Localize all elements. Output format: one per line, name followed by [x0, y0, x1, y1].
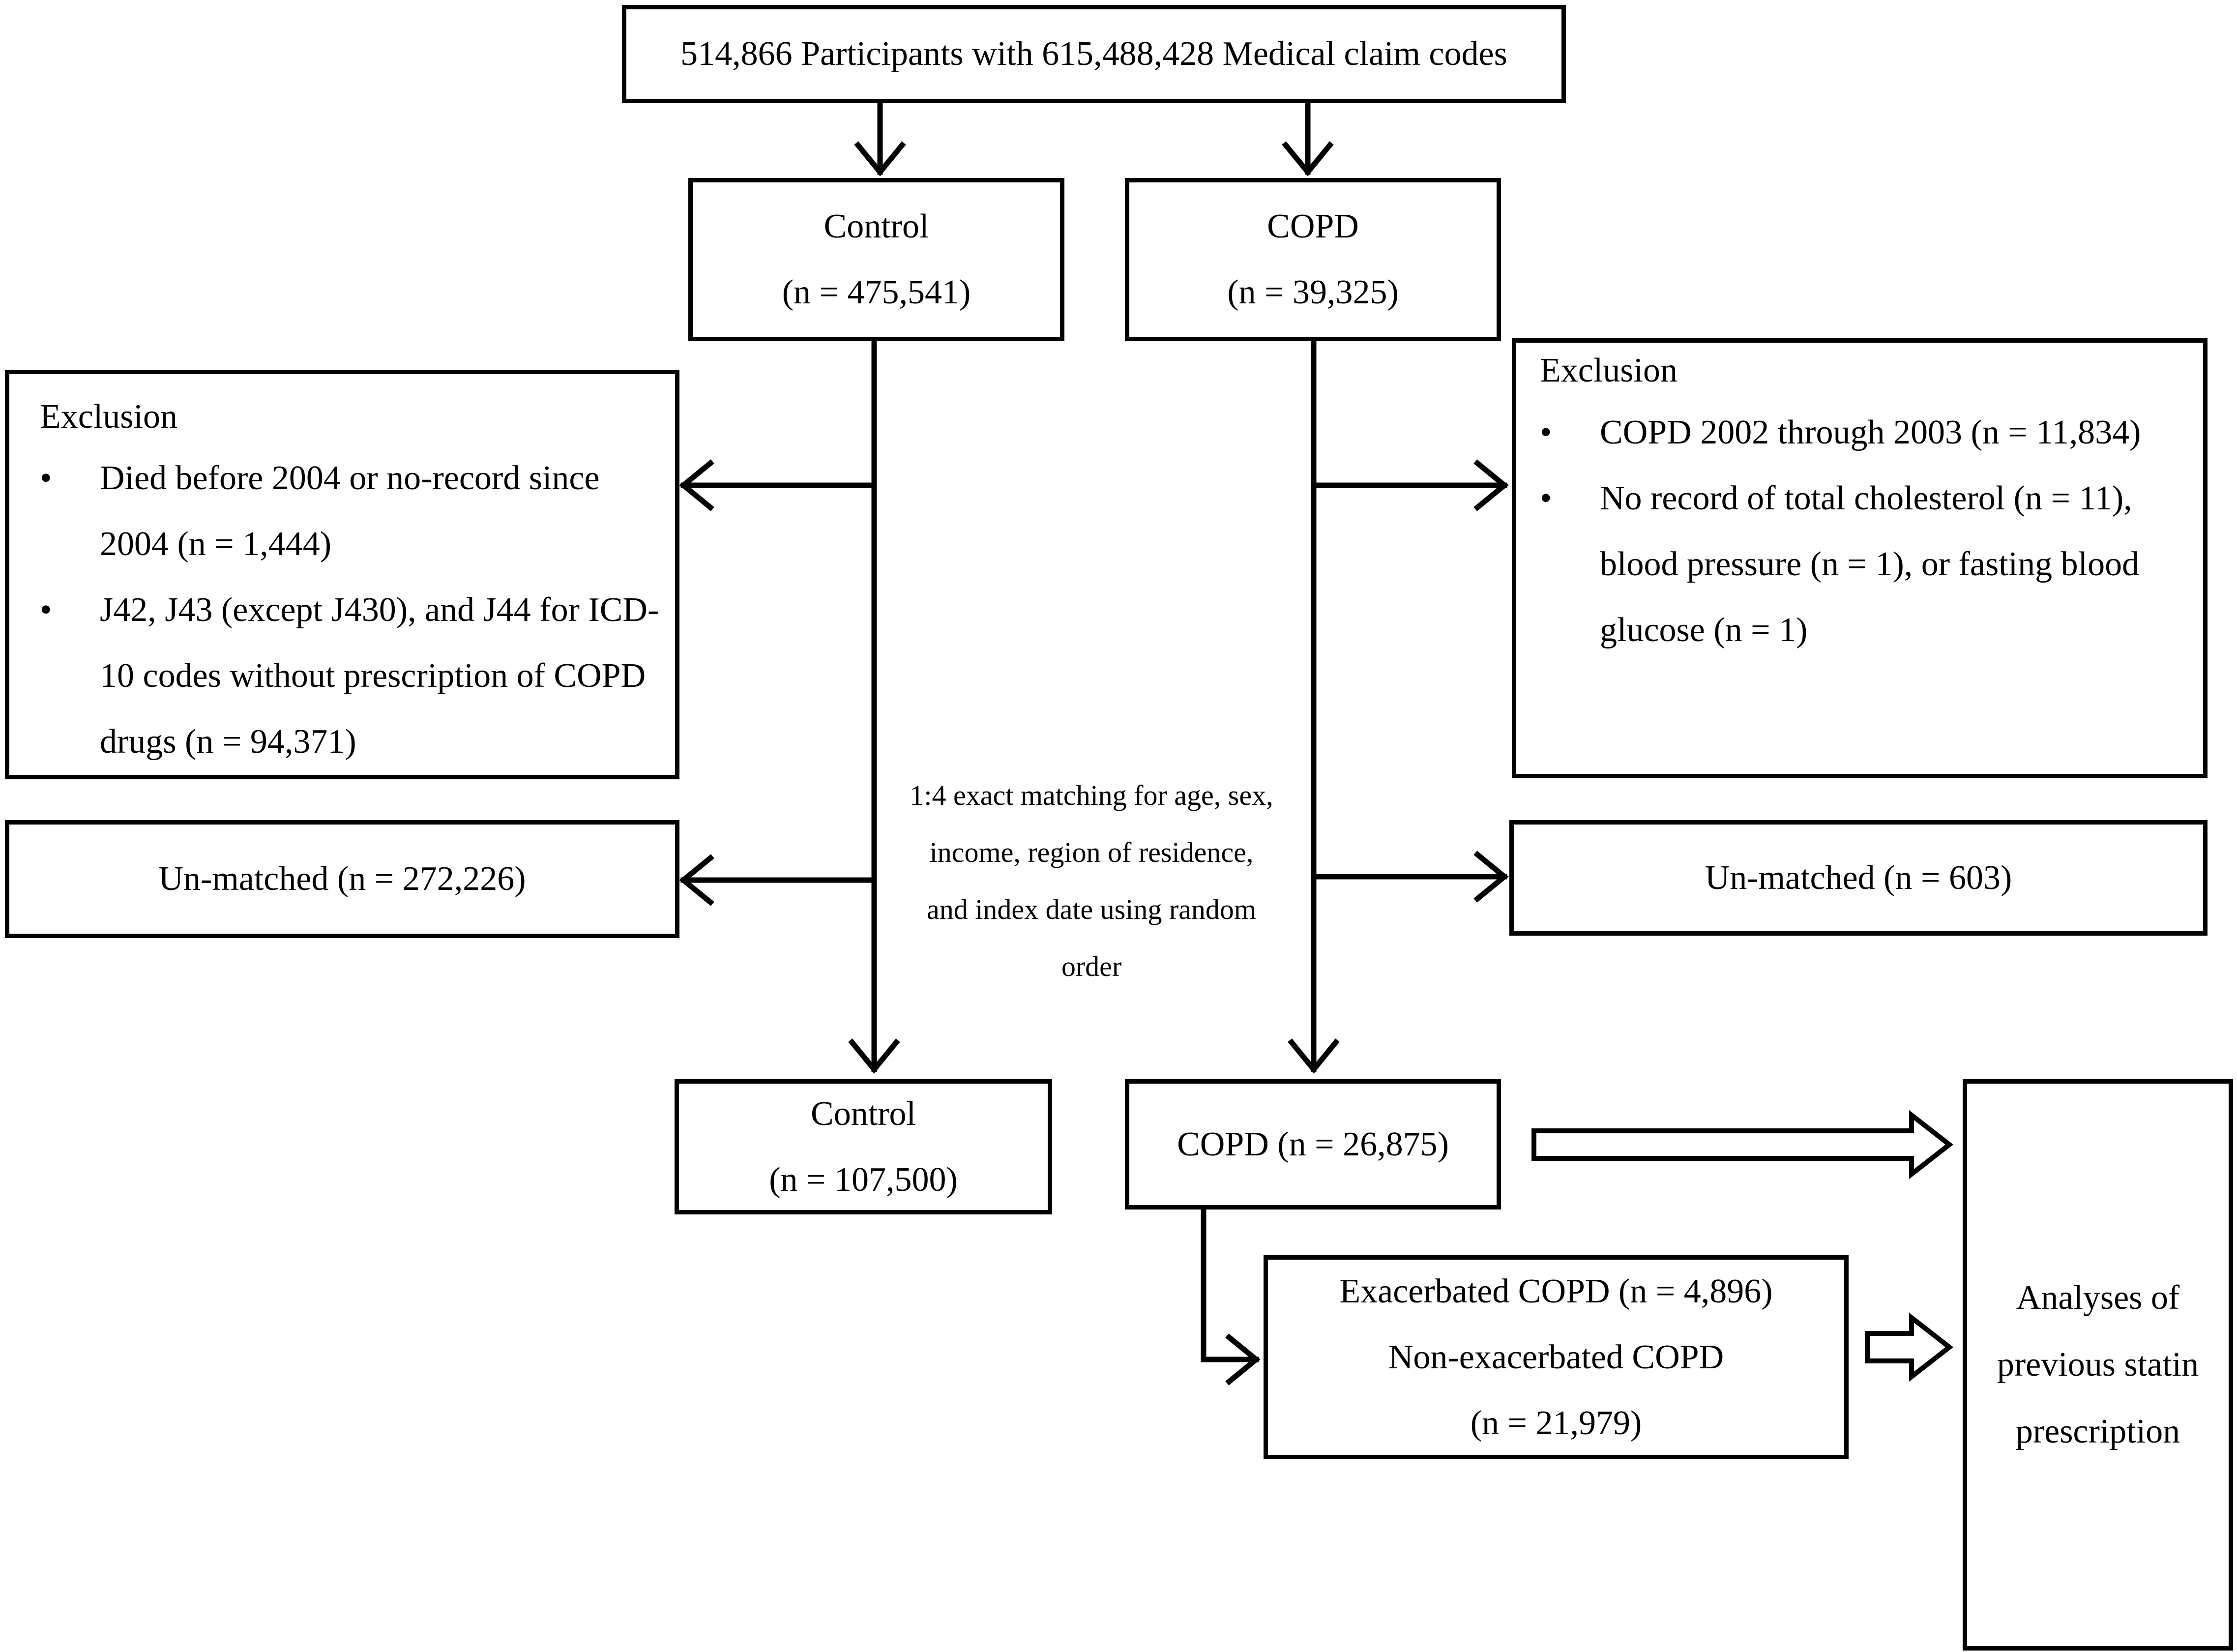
arrowhead-source-to-control	[854, 141, 906, 177]
control-exclusion-list: Died before 2004 or no-record since 2004…	[40, 445, 674, 775]
analysis-text: Analyses of previous statin prescription	[1997, 1279, 2199, 1450]
control-unmatched-text: Un-matched (n = 272,226)	[158, 860, 526, 898]
copd-final-text: COPD (n = 26,875)	[1177, 1125, 1449, 1163]
control-initial-count: (n = 475,541)	[782, 273, 971, 311]
control-final-count: (n = 107,500)	[769, 1160, 958, 1199]
copd-final-box: COPD (n = 26,875)	[1125, 1079, 1501, 1210]
control-final-box: Control (n = 107,500)	[675, 1079, 1052, 1214]
connector-copd-to-subgroups	[1201, 1204, 1259, 1362]
non-exacerbated-copd-count: (n = 21,979)	[1470, 1404, 1642, 1442]
copd-exclusion-box: Exclusion COPD 2002 through 2003 (n = 11…	[1512, 338, 2208, 778]
copd-subgroups-box: Exacerbated COPD (n = 4,896) Non-exacerb…	[1264, 1255, 1849, 1459]
analysis-box: Analyses of previous statin prescription	[1963, 1079, 2233, 1651]
copd-initial-title: COPD	[1267, 207, 1359, 245]
non-exacerbated-copd-text: Non-exacerbated COPD	[1388, 1338, 1724, 1376]
control-exclusion-box: Exclusion Died before 2004 or no-record …	[5, 370, 679, 779]
copd-unmatched-box: Un-matched (n = 603)	[1509, 820, 2208, 936]
arrowhead-to-copd-final	[1288, 1038, 1340, 1074]
control-initial-title: Control	[824, 207, 929, 245]
copd-exclusion-list: COPD 2002 through 2003 (n = 11,834) No r…	[1540, 400, 2199, 663]
copd-exclusion-item: No record of total cholesterol (n = 11),…	[1540, 466, 2199, 663]
control-initial-box: Control (n = 475,541)	[688, 178, 1064, 341]
arrowhead-to-subgroups	[1225, 1333, 1261, 1386]
arrowhead-source-to-copd	[1282, 141, 1334, 177]
copd-initial-count: (n = 39,325)	[1227, 273, 1399, 311]
exacerbated-copd-text: Exacerbated COPD (n = 4,896)	[1339, 1272, 1773, 1310]
arrowhead-to-control-exclusion	[679, 459, 714, 511]
source-text: 514,866 Participants with 615,488,428 Me…	[680, 35, 1507, 73]
arrowhead-to-control-final	[848, 1038, 900, 1074]
copd-initial-box: COPD (n = 39,325)	[1125, 178, 1501, 341]
copd-exclusion-item: COPD 2002 through 2003 (n = 11,834)	[1540, 400, 2199, 466]
block-arrow-subgroups-to-analysis	[1865, 1312, 1954, 1382]
matching-note: 1:4 exact matching for age, sex, income,…	[910, 779, 1273, 982]
copd-unmatched-text: Un-matched (n = 603)	[1705, 858, 2012, 897]
control-unmatched-box: Un-matched (n = 272,226)	[5, 820, 679, 938]
copd-exclusion-heading: Exclusion	[1540, 352, 1678, 389]
control-exclusion-item: J42, J43 (except J430), and J44 for ICD-…	[40, 577, 674, 775]
arrowhead-to-copd-unmatched	[1473, 851, 1509, 903]
control-final-title: Control	[811, 1094, 916, 1133]
arrowhead-to-control-unmatched	[679, 854, 714, 906]
control-exclusion-item: Died before 2004 or no-record since 2004…	[40, 445, 674, 577]
arrowhead-to-copd-exclusion	[1473, 459, 1509, 511]
control-exclusion-heading: Exclusion	[40, 398, 177, 436]
block-arrow-copd-to-analysis	[1531, 1110, 1954, 1180]
source-box: 514,866 Participants with 615,488,428 Me…	[622, 5, 1566, 103]
